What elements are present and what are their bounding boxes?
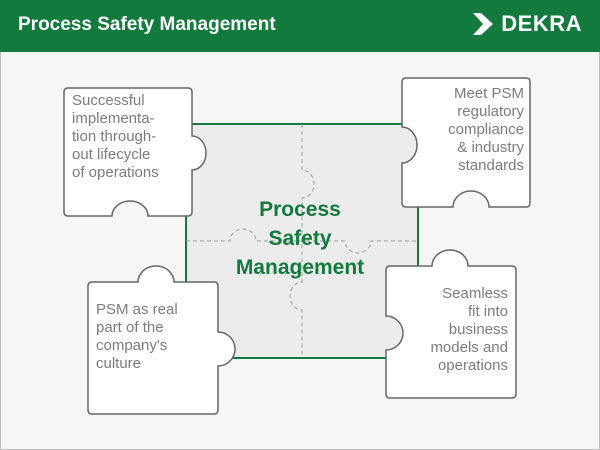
puzzle-piece-top-right [401, 77, 531, 208]
piece-text-bottom-left: PSM as real part of the company's cultur… [96, 301, 178, 372]
logo-text: DEKRA [501, 11, 582, 36]
piece-text-top-left: Successful implementa- tion through- out… [72, 92, 159, 181]
puzzle-diagram: Process Safety Management Successful imp… [0, 52, 600, 450]
puzzle-piece-bottom-left [87, 265, 236, 415]
header-bar: Process Safety Management DEKRA [0, 0, 600, 52]
page-title: Process Safety Management [18, 14, 276, 35]
puzzle-piece-bottom-right [385, 249, 517, 399]
dekra-logo-icon [473, 13, 494, 35]
center-label: Process Safety Management [235, 198, 365, 279]
dekra-logo: DEKRA [471, 11, 582, 37]
puzzle-graphic [63, 77, 531, 415]
center-seams [186, 124, 418, 358]
piece-text-top-right: Meet PSM regulatory compliance & industr… [448, 85, 524, 174]
piece-text-bottom-right: Seamless fit into business models and op… [430, 285, 508, 374]
puzzle-piece-top-left [63, 87, 207, 217]
